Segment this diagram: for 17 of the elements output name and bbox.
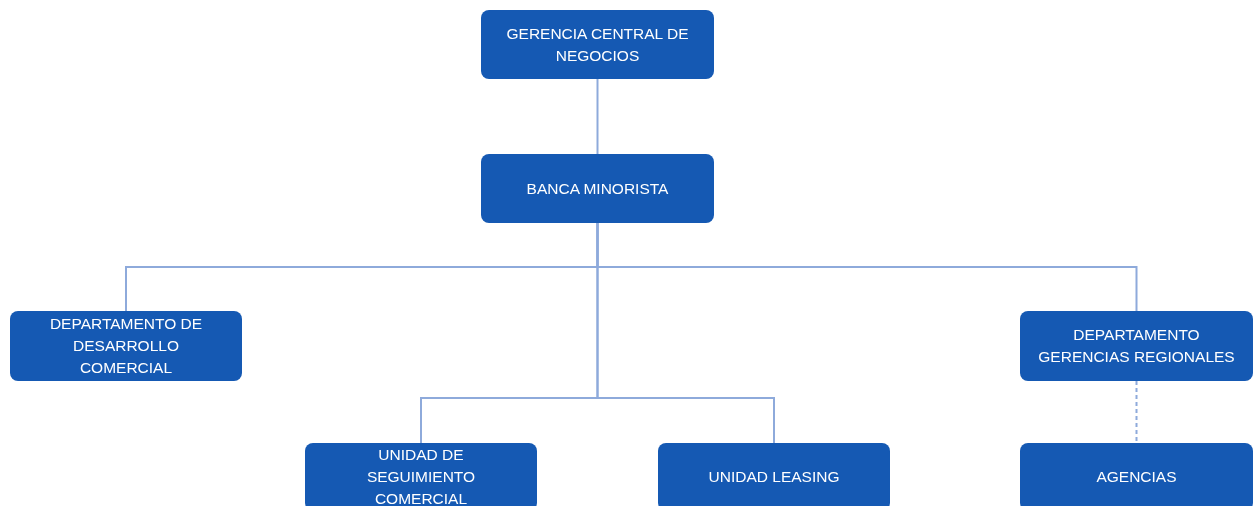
org-box: [1020, 443, 1253, 506]
org-box: [10, 311, 242, 381]
org-box: [481, 154, 714, 223]
box-label: DEPARTAMENTO GERENCIAS REGIONALES: [1038, 325, 1235, 367]
connector-line: [596, 78, 599, 155]
box-label: UNIDAD LEASING: [708, 467, 840, 487]
box-label: GERENCIA CENTRAL DE NEGOCIOS: [505, 23, 690, 66]
org-box: [1020, 311, 1253, 381]
box-label: UNIDAD DE SEGUIMIENTO COMERCIAL: [365, 445, 477, 506]
org-box: [481, 10, 714, 79]
connector-line: [1135, 380, 1138, 444]
box-label: AGENCIAS: [1096, 467, 1177, 487]
box-label: DEPARTAMENTO DE DESARROLLO COMERCIAL: [48, 314, 204, 378]
org-box: [305, 443, 537, 506]
connector-line: [596, 222, 775, 444]
box-label: BANCA MINORISTA: [526, 178, 669, 199]
org-box: [658, 443, 890, 506]
